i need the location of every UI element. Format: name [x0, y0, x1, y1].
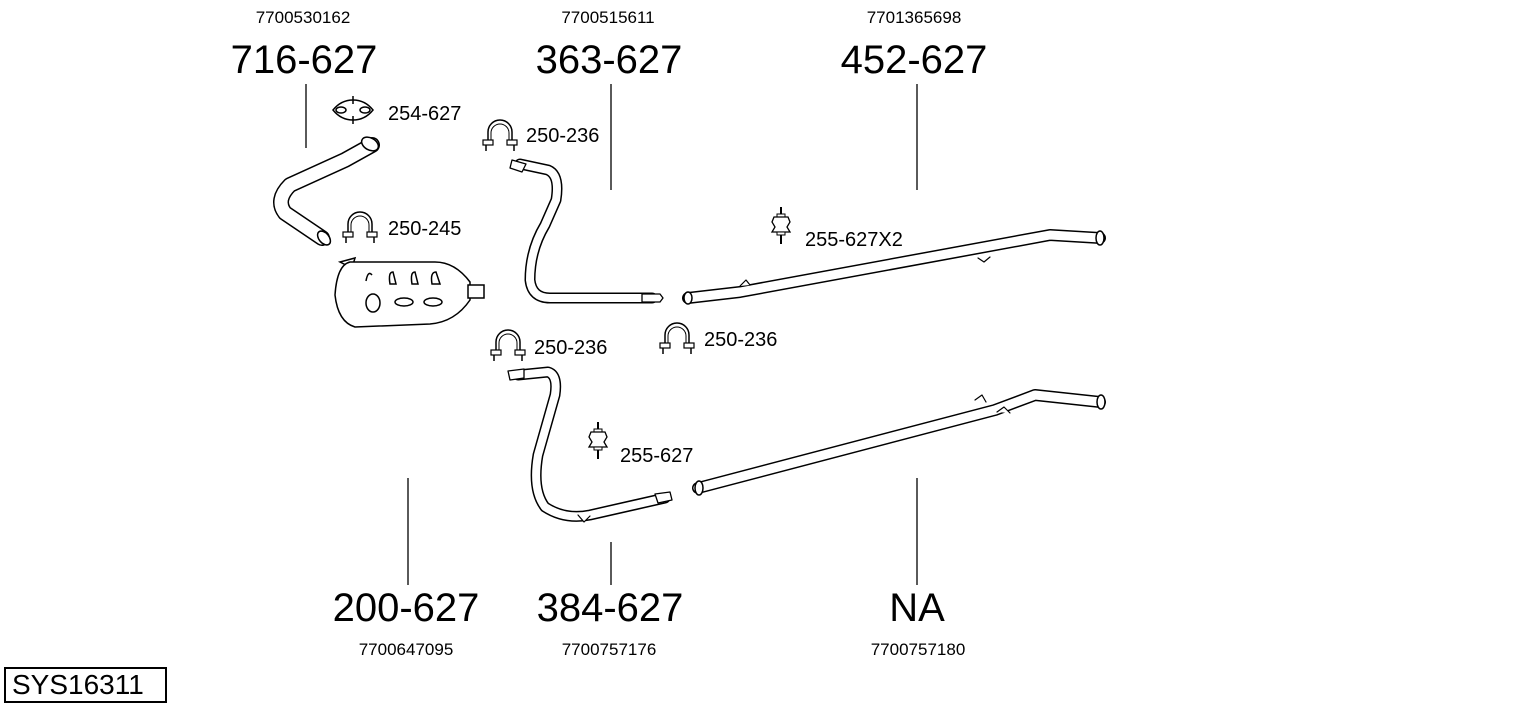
- part-number: 716-627: [230, 38, 378, 82]
- accessory-label: 255-627: [620, 445, 694, 467]
- part-number: 452-627: [840, 38, 988, 82]
- front-pipe-drawing: [273, 136, 380, 246]
- accessory-label: 250-245: [388, 218, 462, 240]
- u-clamp-icon: [482, 119, 518, 152]
- clamp-flange-icon: [332, 96, 374, 124]
- oem-number: 7700647095: [358, 640, 454, 659]
- u-clamp-icon: [342, 211, 378, 244]
- part-number: 384-627: [536, 586, 684, 630]
- u-clamp-icon: [490, 329, 526, 362]
- oem-number: 7700757180: [870, 640, 966, 659]
- accessory-label: 250-236: [534, 337, 608, 359]
- middle-pipe-drawing: [509, 158, 664, 304]
- rear-muffler-drawing: [334, 256, 485, 328]
- rubber-mount-icon: [771, 206, 791, 245]
- tail-pipe-2-drawing: [692, 389, 1106, 496]
- part-number: 200-627: [332, 586, 480, 630]
- accessory-label: 250-236: [704, 329, 778, 351]
- tail-pipe-drawing: [682, 229, 1106, 305]
- system-code-box: SYS16311: [4, 667, 167, 703]
- part-number: 363-627: [535, 38, 683, 82]
- middle-pipe-2-drawing: [507, 366, 673, 523]
- part-number: NA: [889, 586, 945, 630]
- u-clamp-icon: [659, 322, 695, 355]
- accessory-label: 255-627X2: [805, 229, 903, 251]
- oem-number: 7700515611: [561, 8, 655, 27]
- oem-number: 7700757176: [561, 640, 657, 659]
- oem-number: 7701365698: [866, 8, 962, 27]
- oem-number: 7700530162: [255, 8, 351, 27]
- leader-lines: [305, 84, 918, 585]
- accessory-label: 254-627: [388, 103, 462, 125]
- accessory-label: 250-236: [526, 125, 600, 147]
- rubber-mount-icon: [588, 421, 608, 460]
